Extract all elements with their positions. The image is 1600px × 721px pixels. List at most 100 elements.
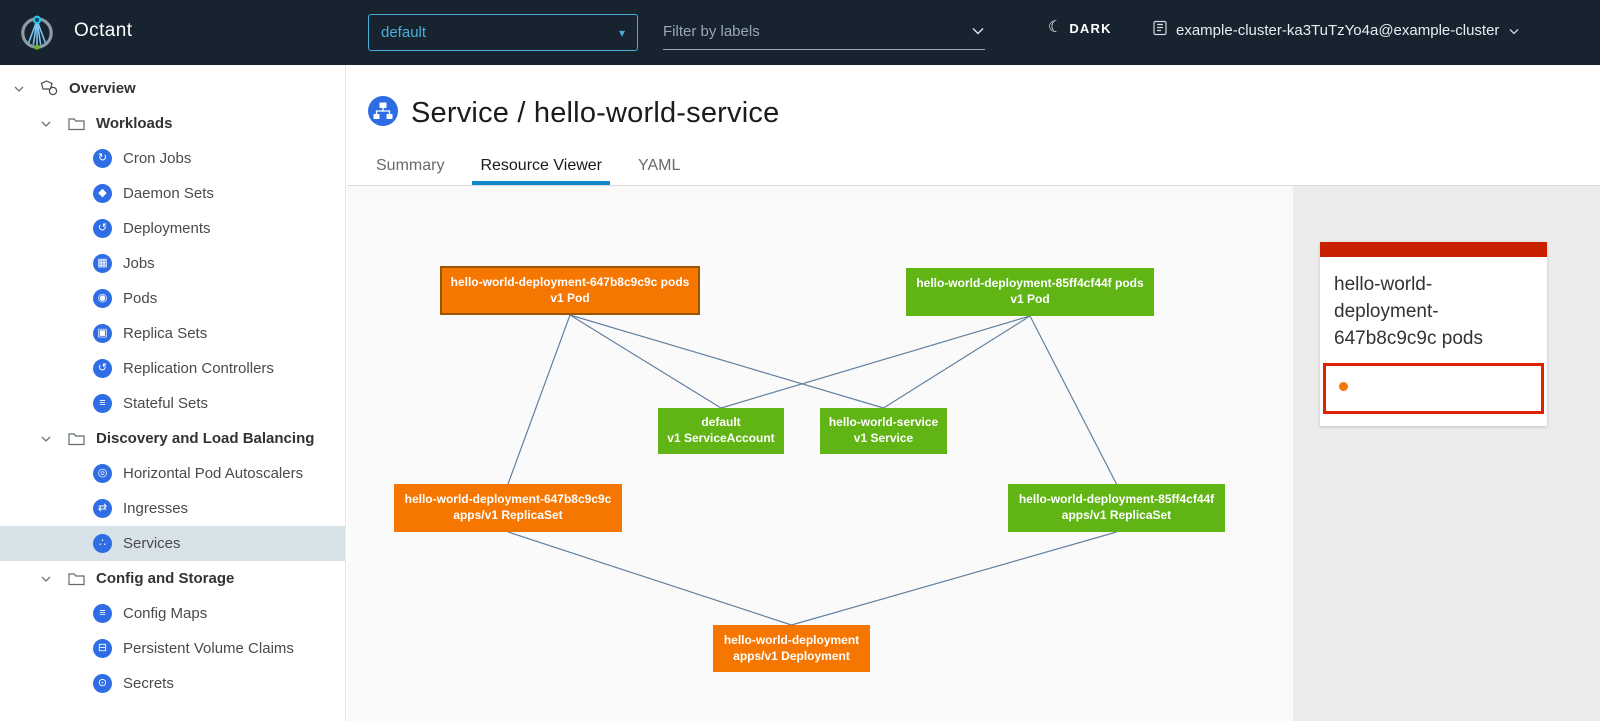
chevron-down-icon[interactable] <box>38 118 54 130</box>
graph-edge <box>791 531 1117 626</box>
detail-panel: hello-world-deployment-647b8c9c9c pods <box>1293 186 1600 721</box>
sidebar-item-replica-sets[interactable]: ▣Replica Sets <box>0 316 345 351</box>
cluster-context-selector[interactable]: example-cluster-ka3TuTzYo4a@example-clus… <box>1152 20 1519 40</box>
sidebar-item-config-and-storage[interactable]: Config and Storage <box>0 561 345 596</box>
sidebar-item-deployments[interactable]: ↺ Deployments <box>0 211 345 246</box>
daemon-set-icon: ◆ <box>93 184 112 203</box>
sidebar-item-secrets[interactable]: ⊙Secrets <box>0 666 345 701</box>
node-kind: apps/v1 ReplicaSet <box>453 508 563 522</box>
sidebar-item-stateful-sets[interactable]: ≡Stateful Sets <box>0 386 345 421</box>
sidebar-item-discovery-and-load-balancing[interactable]: Discovery and Load Balancing <box>0 421 345 456</box>
sidebar-item-label: Workloads <box>96 115 173 132</box>
sidebar-item-overview[interactable]: Overview <box>0 71 345 106</box>
tab-bar: Summary Resource Viewer YAML <box>347 154 1600 186</box>
node-name: hello-world-deployment <box>723 632 860 647</box>
node-kind: v1 Service <box>853 431 914 445</box>
tab-summary[interactable]: Summary <box>376 157 445 174</box>
sidebar-item-label: Persistent Volume Claims <box>123 640 294 657</box>
node-name: hello-world-deployment-85ff4cf44f pods <box>916 276 1144 291</box>
folder-icon <box>66 572 86 586</box>
pod-status-box[interactable] <box>1323 362 1544 414</box>
sidebar-item-label: Stateful Sets <box>123 395 209 412</box>
sidebar-item-replication-controllers[interactable]: ↺Replication Controllers <box>0 351 345 386</box>
sidebar-item-persistent-volume-claims[interactable]: ⊟Persistent Volume Claims <box>0 631 345 666</box>
node-name: hello-world-deployment-647b8c9c9c <box>404 492 612 507</box>
sidebar-item-label: Config and Storage <box>96 570 235 587</box>
job-icon: ▦ <box>93 254 112 273</box>
chevron-down-icon[interactable] <box>11 83 27 95</box>
replication-controller-icon: ↺ <box>93 359 112 378</box>
chevron-down-icon[interactable] <box>971 23 985 41</box>
sidebar-item-cron-jobs[interactable]: ↻Cron Jobs <box>0 141 345 176</box>
sidebar-item-pods[interactable]: ◉ Pods <box>0 281 345 316</box>
node-kind: v1 Pod <box>1010 292 1050 306</box>
ingress-icon: ⇄ <box>93 499 112 518</box>
node-kind: v1 ServiceAccount <box>667 431 775 445</box>
page-title-row: Service / hello-world-service <box>368 96 779 131</box>
replica-set-icon: ▣ <box>93 324 112 343</box>
tab-yaml[interactable]: YAML <box>638 157 681 174</box>
node-kind: apps/v1 ReplicaSet <box>1061 508 1172 522</box>
graph-edge <box>1029 315 1118 485</box>
graph-edge <box>507 531 792 626</box>
sidebar-item-label: Config Maps <box>123 605 208 622</box>
secret-icon: ⊙ <box>93 674 112 693</box>
sidebar-item-jobs[interactable]: ▦ Jobs <box>0 246 345 281</box>
theme-toggle-button[interactable]: ☾ DARK <box>1048 20 1112 36</box>
graph-edge <box>720 315 1031 409</box>
sidebar-item-horizontal-pod-autoscalers[interactable]: ◎Horizontal Pod Autoscalers <box>0 456 345 491</box>
resource-graph-canvas: hello-world-deployment-647b8c9c9c pods v1… <box>347 186 1293 721</box>
card-accent-bar <box>1320 242 1547 257</box>
pod-icon: ◉ <box>93 289 112 308</box>
deployment-icon: ↺ <box>93 219 112 238</box>
sidebar-item-label: Services <box>123 535 181 552</box>
sidebar-item-daemon-sets[interactable]: ◆ Daemon Sets <box>0 176 345 211</box>
node-name: hello-world-service <box>828 415 939 430</box>
cluster-icon <box>1152 20 1168 40</box>
sidebar-item-label: Overview <box>69 80 136 97</box>
graph-edge <box>569 314 722 409</box>
service-icon: ∴ <box>93 534 112 553</box>
cluster-context-label: example-cluster-ka3TuTzYo4a@example-clus… <box>1176 21 1500 39</box>
sidebar-item-label: Jobs <box>123 255 155 272</box>
sidebar-item-label: Daemon Sets <box>123 185 214 202</box>
namespace-value: default <box>381 24 427 41</box>
sidebar-item-services[interactable]: ∴ Services <box>0 526 345 561</box>
folder-icon <box>66 117 86 131</box>
node-name: hello-world-deployment-85ff4cf44f <box>1018 492 1215 507</box>
node-name: default <box>701 415 741 430</box>
namespace-select[interactable]: default ▾ <box>368 14 638 51</box>
chevron-down-icon[interactable] <box>38 573 54 585</box>
chevron-down-icon[interactable] <box>38 433 54 445</box>
cron-job-icon: ↻ <box>93 149 112 168</box>
app-header: Octant default ▾ ☾ DARK example-cluster-… <box>0 0 1600 65</box>
sidebar-item-label: Deployments <box>123 220 211 237</box>
label-filter <box>663 14 985 50</box>
graph-edges <box>507 314 1118 626</box>
sidebar-item-ingresses[interactable]: ⇄Ingresses <box>0 491 345 526</box>
octant-logo-icon <box>17 13 57 53</box>
graph-edge <box>507 314 571 485</box>
service-icon <box>368 96 398 131</box>
tab-resource-viewer[interactable]: Resource Viewer <box>472 157 610 185</box>
pod-status-dot <box>1339 381 1348 391</box>
node-name: hello-world-deployment-647b8c9c9c pods <box>450 274 690 289</box>
page-title: Service / hello-world-service <box>411 97 780 129</box>
moon-icon: ☾ <box>1048 19 1063 36</box>
sidebar-item-workloads[interactable]: Workloads <box>0 106 345 141</box>
sidebar-item-label: Horizontal Pod Autoscalers <box>123 465 304 482</box>
theme-toggle-label: DARK <box>1069 20 1112 36</box>
sidebar-item-config-maps[interactable]: ≡Config Maps <box>0 596 345 631</box>
label-filter-input[interactable] <box>663 23 971 40</box>
sidebar-item-label: Pods <box>123 290 158 307</box>
chevron-down-icon <box>1509 22 1519 39</box>
